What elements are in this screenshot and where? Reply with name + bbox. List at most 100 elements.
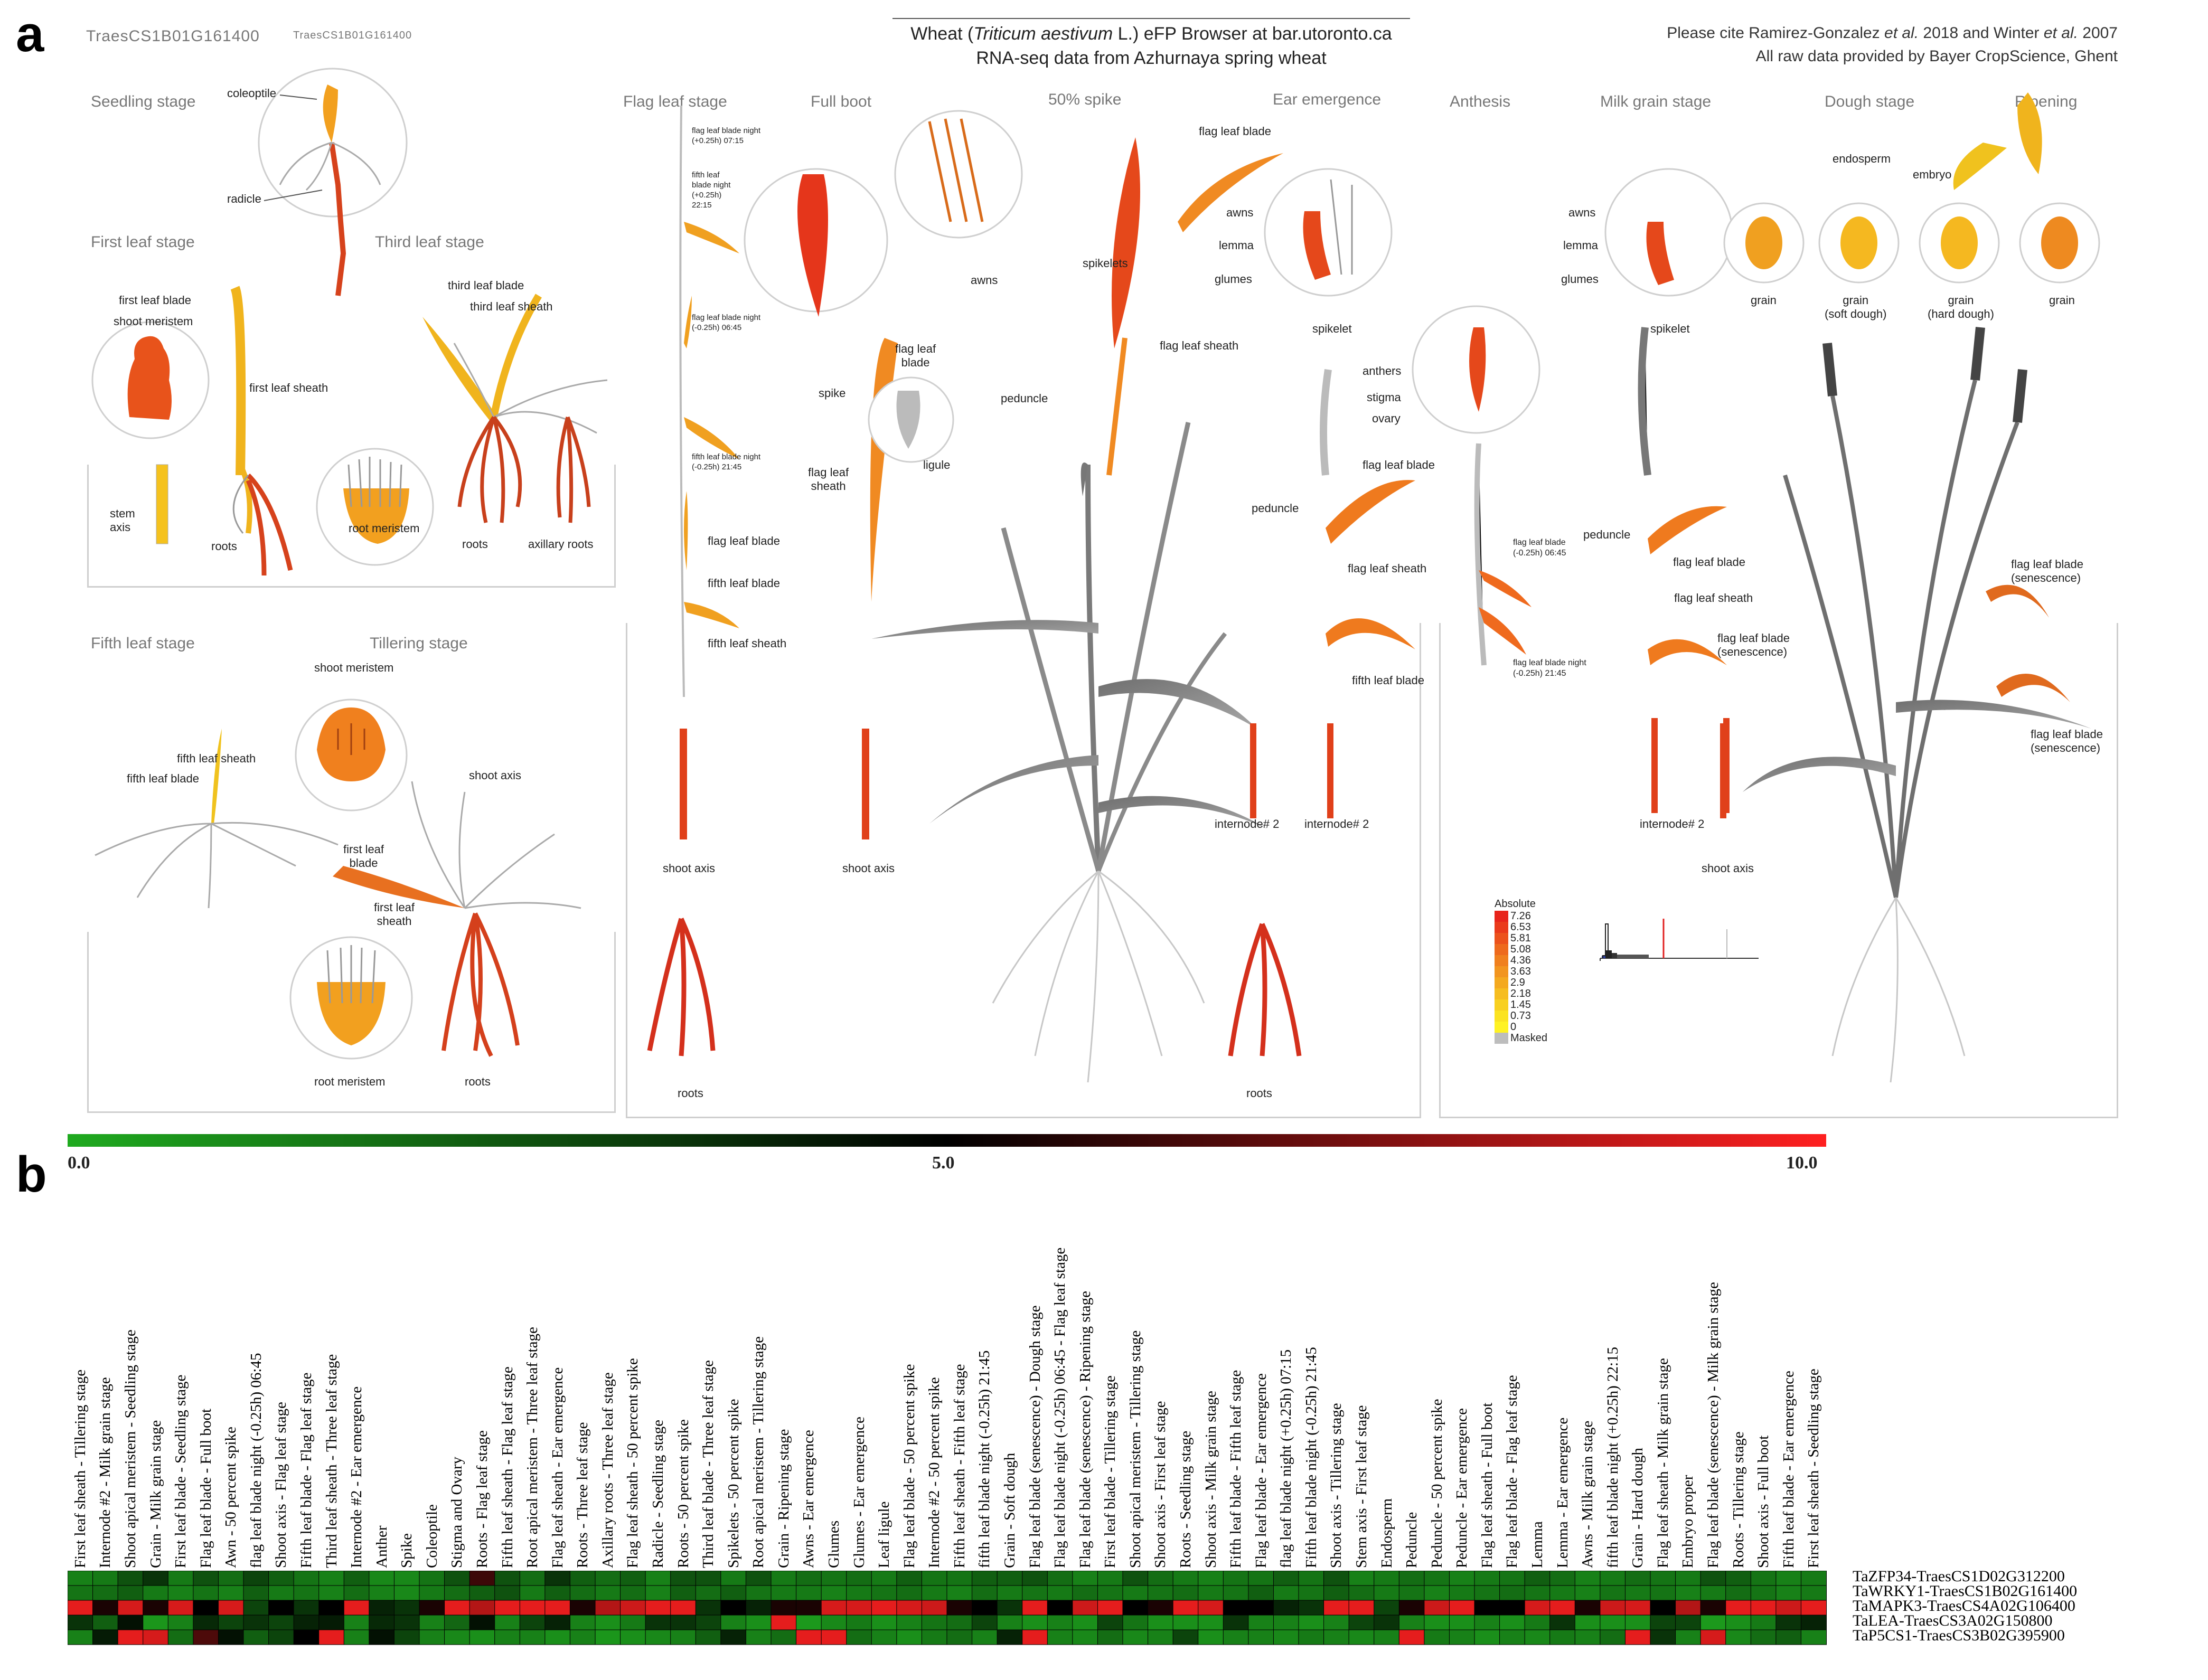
heatmap-cell bbox=[117, 1571, 144, 1586]
heatmap-gene-label: TaZFP34-TraesCS1D02G312200 bbox=[1853, 1568, 2065, 1585]
heatmap-cell bbox=[419, 1585, 445, 1601]
heatmap-cell bbox=[494, 1585, 521, 1601]
third-leaf-drawing bbox=[422, 294, 608, 523]
milk-grain-drawing bbox=[1604, 168, 1733, 813]
heatmap-cell bbox=[720, 1571, 747, 1586]
label-lemma-ee: lemma bbox=[1219, 239, 1254, 252]
heatmap-cell bbox=[997, 1585, 1023, 1601]
heatmap-cell bbox=[1148, 1571, 1174, 1586]
heatmap-cell bbox=[1148, 1585, 1174, 1601]
heatmap-cell bbox=[1624, 1571, 1651, 1586]
heatmap-cell bbox=[1374, 1585, 1400, 1601]
heatmap-cell bbox=[1398, 1600, 1425, 1616]
plant-illustrations bbox=[91, 68, 2100, 1083]
heatmap-column-label: Fifth leaf blade night (-0.25h) 21:45 bbox=[1302, 1347, 1320, 1568]
heatmap-cell bbox=[1600, 1600, 1626, 1616]
heatmap-cell bbox=[1775, 1600, 1802, 1616]
label-glumes-ee: glumes bbox=[1215, 272, 1252, 286]
heatmap-cell bbox=[1775, 1615, 1802, 1630]
header-rule bbox=[892, 18, 1410, 19]
heatmap-column-label: Stem axis - First leaf stage bbox=[1352, 1405, 1370, 1568]
heatmap-column-label: First leaf blade - Seedling stage bbox=[172, 1374, 190, 1568]
heatmap-cell bbox=[519, 1629, 546, 1645]
flagleaf-box bbox=[626, 623, 1421, 1118]
label-awns-mg: awns bbox=[1568, 206, 1596, 219]
label-fifth-leaf-blade-ee: fifth leaf blade bbox=[1352, 674, 1424, 687]
scale-gradient-bar bbox=[68, 1134, 1826, 1147]
legend-tick-label: 7.26 bbox=[1510, 910, 1531, 922]
heatmap-cell bbox=[1600, 1615, 1626, 1630]
heatmap-cell bbox=[494, 1600, 521, 1616]
heatmap-cell bbox=[821, 1585, 847, 1601]
heatmap-cell bbox=[595, 1585, 621, 1601]
heatmap-cell bbox=[544, 1600, 571, 1616]
heatmap-cell bbox=[997, 1629, 1023, 1645]
legend-tick-label: 0 bbox=[1510, 1021, 1517, 1033]
label-fifth-leaf-sheath-fl: fifth leaf sheath bbox=[708, 637, 787, 650]
heatmap-column-label: Flag leaf blade - 50 percent spike bbox=[900, 1364, 918, 1568]
heatmap-cell bbox=[1725, 1615, 1752, 1630]
label-third-leaf-sheath: third leaf sheath bbox=[470, 300, 553, 313]
label-roots-till: roots bbox=[465, 1075, 491, 1088]
heatmap-cell bbox=[1248, 1615, 1274, 1630]
heatmap-cell bbox=[268, 1615, 295, 1630]
legend-row-masked: Masked bbox=[1495, 1033, 1547, 1044]
heatmap-column-label: Flag leaf sheath - 50 percent spike bbox=[624, 1358, 642, 1568]
heatmap-cell bbox=[1323, 1615, 1350, 1630]
heatmap-column-label: Stigma and Ovary bbox=[448, 1456, 466, 1568]
heatmap-cell bbox=[494, 1571, 521, 1586]
heatmap-cell bbox=[494, 1615, 521, 1630]
heatmap-cell bbox=[569, 1571, 596, 1586]
heatmap-cell bbox=[1700, 1615, 1726, 1630]
browser-title: Wheat (Triticum aestivum L.) eFP Browser… bbox=[813, 22, 1489, 45]
heatmap-cell bbox=[1323, 1571, 1350, 1586]
heatmap-cell bbox=[218, 1615, 244, 1630]
heatmap-cell bbox=[1800, 1629, 1827, 1645]
heatmap-cell bbox=[1273, 1629, 1299, 1645]
heatmap-cell bbox=[318, 1615, 345, 1630]
label-endosperm: endosperm bbox=[1833, 152, 1891, 165]
heatmap-cell bbox=[1022, 1585, 1048, 1601]
heatmap-cell bbox=[1398, 1585, 1425, 1601]
heatmap-cell bbox=[1474, 1600, 1500, 1616]
legend-row: 5.08 bbox=[1495, 944, 1547, 955]
heatmap-cell bbox=[1072, 1629, 1098, 1645]
heatmap-cell bbox=[444, 1615, 471, 1630]
heatmap-cell bbox=[670, 1571, 697, 1586]
first-leaf-drawing bbox=[91, 286, 434, 576]
legend-swatch-masked bbox=[1495, 1033, 1508, 1044]
cite-b: 2018 and Winter bbox=[1919, 24, 2044, 42]
heatmap-cell bbox=[1374, 1571, 1400, 1586]
heatmap-cell bbox=[318, 1629, 345, 1645]
heatmap-cell bbox=[821, 1600, 847, 1616]
heatmap-cell bbox=[243, 1585, 269, 1601]
heatmap-cell bbox=[1574, 1615, 1601, 1630]
heatmap-column-label: Flag leaf blade night (-0.25h) 06:45 - F… bbox=[1051, 1247, 1069, 1568]
heatmap-cell bbox=[670, 1585, 697, 1601]
heatmap-cell bbox=[1750, 1585, 1777, 1601]
label-spike: spike bbox=[819, 386, 846, 400]
seedling-box bbox=[87, 465, 616, 588]
heatmap-column-label: Awn - 50 percent spike bbox=[222, 1427, 240, 1568]
stage-anthesis: Anthesis bbox=[1450, 93, 1511, 110]
heatmap-cell bbox=[1398, 1571, 1425, 1586]
heatmap-cell bbox=[92, 1585, 119, 1601]
legend-row: 4.36 bbox=[1495, 955, 1547, 966]
label-ovary: ovary bbox=[1372, 412, 1401, 425]
heatmap-cell bbox=[1499, 1600, 1526, 1616]
heatmap-column-label: Shoot apical meristem - Seedling stage bbox=[121, 1329, 139, 1568]
legend-tick-label: 5.08 bbox=[1510, 943, 1531, 955]
heatmap-cell bbox=[318, 1600, 345, 1616]
heatmap-cell bbox=[1549, 1600, 1576, 1616]
heatmap-cell bbox=[369, 1571, 395, 1586]
legend-tick-label: 0.73 bbox=[1510, 1010, 1531, 1022]
heatmap-cell bbox=[1725, 1571, 1752, 1586]
label-third-leaf-blade: third leaf blade bbox=[448, 279, 524, 292]
heatmap-cell bbox=[1725, 1600, 1752, 1616]
heatmap-cell bbox=[946, 1585, 973, 1601]
heatmap-cell bbox=[1700, 1571, 1726, 1586]
heatmap-cell bbox=[243, 1600, 269, 1616]
cite-c: 2007 bbox=[2078, 24, 2118, 42]
heatmap-cell bbox=[393, 1600, 420, 1616]
